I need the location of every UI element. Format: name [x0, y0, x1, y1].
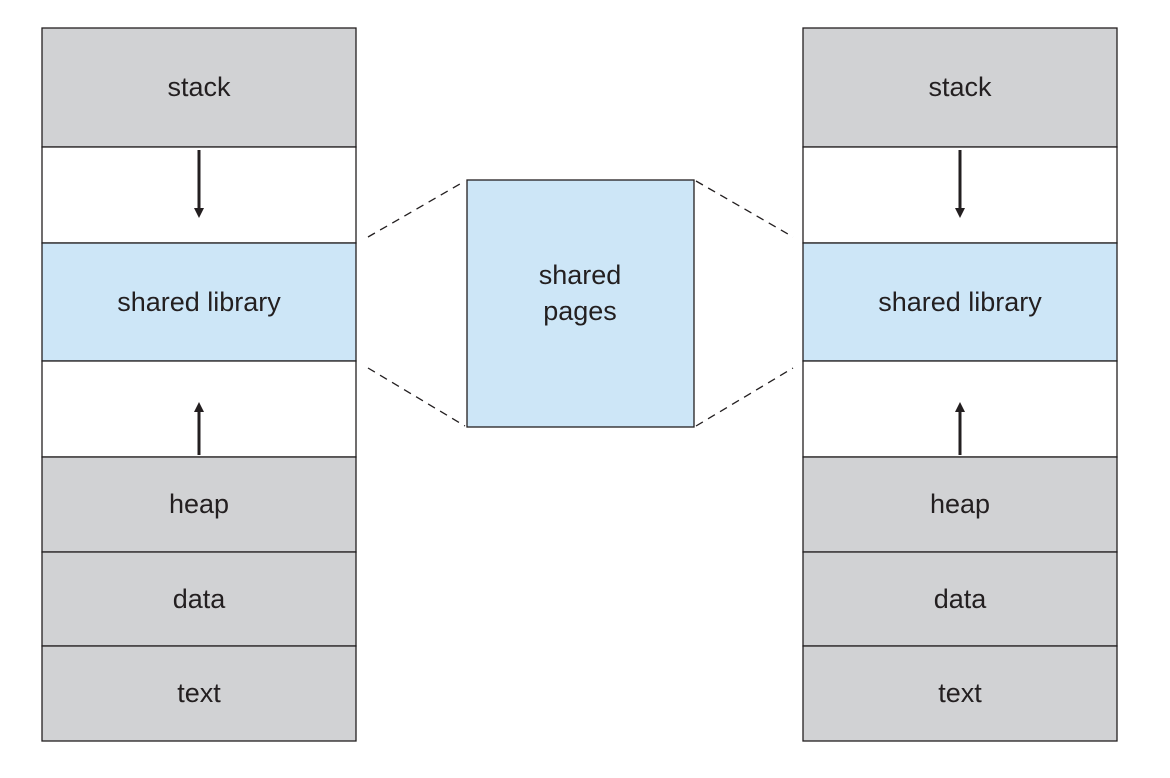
left-top-mapping-line — [367, 180, 466, 238]
left-shared-library-segment — [41, 242, 357, 362]
right-text-label: text — [938, 678, 982, 708]
right-process-memory: stack shared library heap data text — [802, 27, 1118, 742]
left-data-label: data — [173, 584, 227, 614]
right-stack-segment — [802, 27, 1118, 148]
left-text-label: text — [177, 678, 221, 708]
right-data-segment — [802, 551, 1118, 647]
right-heap-segment — [802, 456, 1118, 553]
left-stack-label: stack — [167, 72, 231, 102]
shared-pages-box — [466, 179, 695, 428]
mapping-lines — [367, 180, 794, 427]
left-heap-segment — [41, 456, 357, 553]
right-bottom-mapping-line — [695, 367, 794, 427]
shared-pages-label-line1: shared — [539, 260, 622, 290]
shared-pages-block: shared pages — [466, 179, 695, 428]
right-stack-label: stack — [928, 72, 992, 102]
left-data-segment — [41, 551, 357, 647]
right-heap-label: heap — [930, 489, 990, 519]
right-text-segment — [802, 645, 1118, 742]
left-stack-segment — [41, 27, 357, 148]
shared-pages-label-line2: pages — [543, 296, 617, 326]
right-top-mapping-line — [695, 180, 794, 238]
right-shared-library-label: shared library — [878, 287, 1042, 317]
left-heap-label: heap — [169, 489, 229, 519]
left-text-segment — [41, 645, 357, 742]
right-data-label: data — [934, 584, 988, 614]
left-process-memory: stack shared library heap data text — [41, 27, 357, 742]
left-shared-library-label: shared library — [117, 287, 281, 317]
left-bottom-mapping-line — [367, 367, 466, 427]
right-shared-library-segment — [802, 242, 1118, 362]
